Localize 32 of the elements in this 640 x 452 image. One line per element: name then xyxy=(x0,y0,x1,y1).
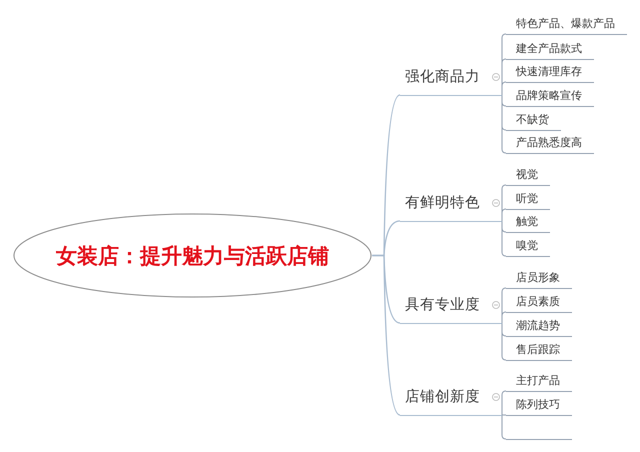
branch-connector xyxy=(372,254,400,416)
subtopic-item: 听觉 xyxy=(506,189,550,210)
subtopic-item: 售后跟踪 xyxy=(506,340,572,361)
subtopic-item: 产品熟悉度高 xyxy=(506,133,594,154)
subtopic-item: 视觉 xyxy=(506,165,550,186)
subtopic-item: 快速清理库存 xyxy=(506,62,594,83)
bracket-connector xyxy=(502,414,506,416)
bracket-connector xyxy=(502,322,506,360)
branch-label: 有鲜明特色 xyxy=(405,194,480,213)
branch-label: 强化商品力 xyxy=(405,68,480,87)
subtopic-item: 不缺货 xyxy=(506,110,561,131)
subtopic-item: 触觉 xyxy=(506,212,550,233)
branch-label: 具有专业度 xyxy=(405,296,480,315)
subtopic-item: 嗅觉 xyxy=(506,236,550,257)
subtopic-item: 店员素质 xyxy=(506,292,572,313)
bracket-connector xyxy=(502,208,506,222)
bracket-connector xyxy=(502,414,506,440)
subtopic-item: 主打产品 xyxy=(506,371,572,392)
bracket-connector xyxy=(502,94,506,154)
bracket-connector xyxy=(502,220,506,256)
subtopic-item: 品牌策略宣传 xyxy=(506,86,594,107)
subtopic-item: 建全产品款式 xyxy=(506,39,594,60)
subtopic-item: 潮流趋势 xyxy=(506,316,572,337)
bracket-connector xyxy=(502,312,506,324)
subtopic-item: 陈列技巧 xyxy=(506,395,572,416)
blank-subtopic-line xyxy=(506,439,572,440)
subtopic-item: 特色产品、爆款产品 xyxy=(506,14,627,35)
bracket-connector xyxy=(502,82,506,96)
central-topic-title: 女装店：提升魅力与活跃店铺 xyxy=(56,242,329,268)
branch-label: 店铺创新度 xyxy=(405,388,480,407)
bracket-connector xyxy=(502,390,506,416)
subtopic-item: 店员形象 xyxy=(506,268,572,289)
